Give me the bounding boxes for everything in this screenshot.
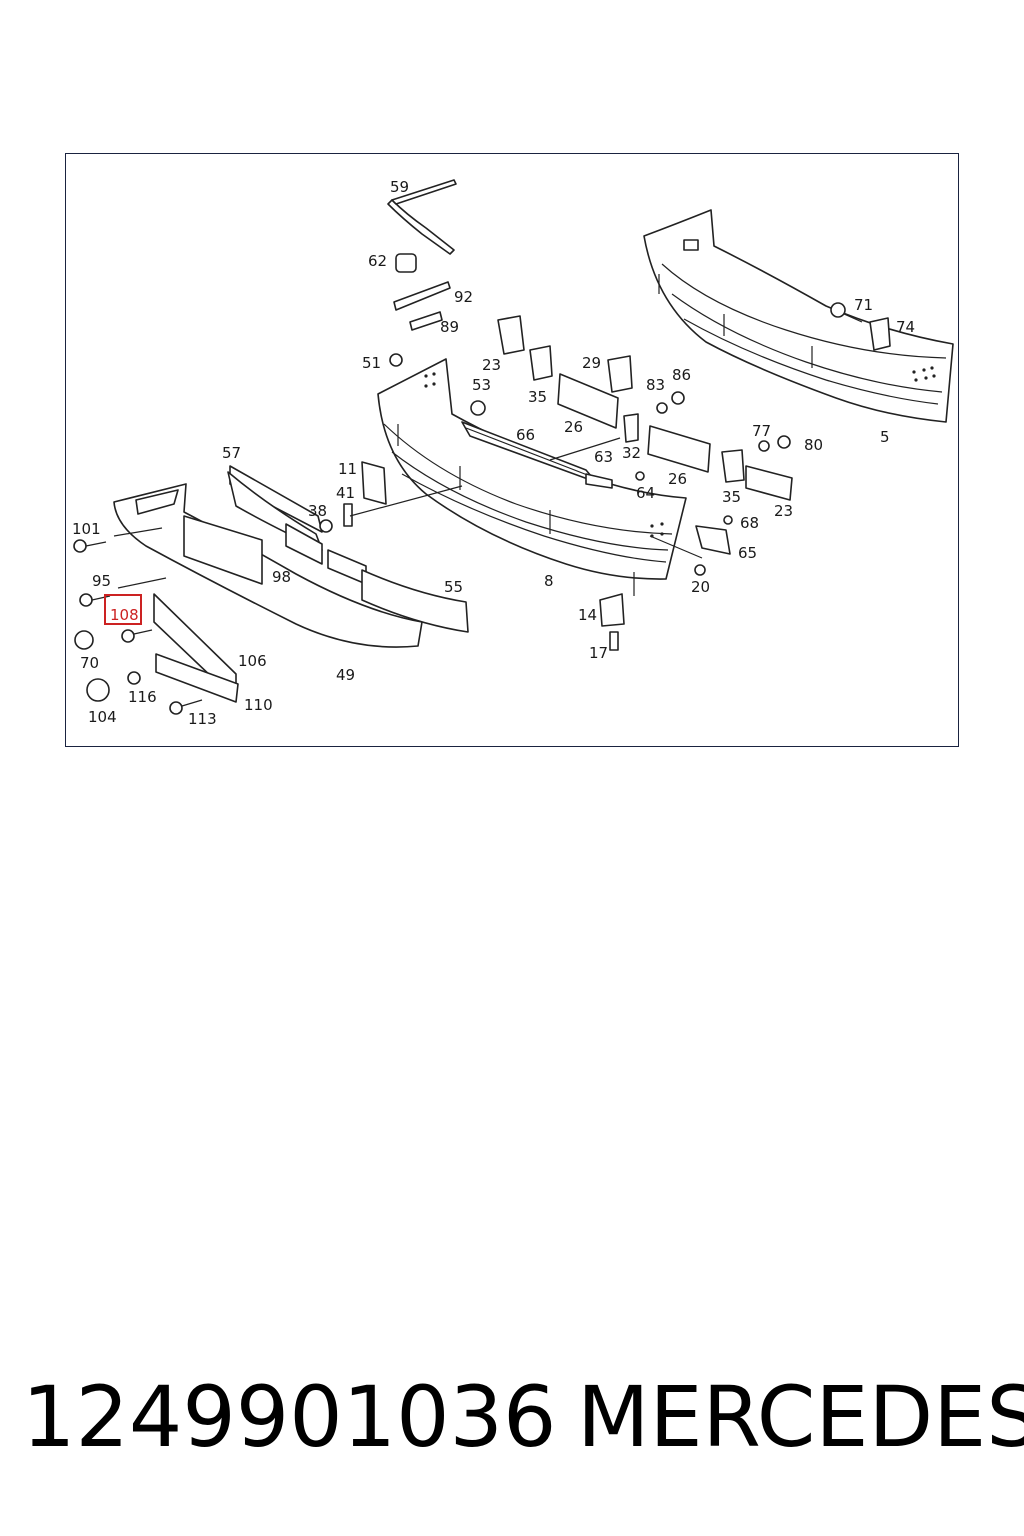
- part-label-49: 49: [336, 666, 355, 684]
- part-label-11: 11: [338, 460, 357, 478]
- part-label-95: 95: [92, 572, 111, 590]
- part-label-53: 53: [472, 376, 491, 394]
- part-label-38: 38: [308, 502, 327, 520]
- part-label-86: 86: [672, 366, 691, 384]
- part-label-113: 113: [188, 710, 217, 728]
- part-label-89: 89: [440, 318, 459, 336]
- part-label-5: 5: [880, 428, 890, 446]
- part-label-41: 41: [336, 484, 355, 502]
- part-label-20: 20: [691, 578, 710, 596]
- brand-name: MERCEDES: [577, 1368, 1024, 1466]
- parts-diagram-frame: 59 62 92 89 51 23 53 35 29 83 86 71 74 66 26 32 63 64 77 80…: [65, 153, 959, 747]
- part-label-68: 68: [740, 514, 759, 532]
- part-label-51: 51: [362, 354, 381, 372]
- part-caption: 1249901036 MERCEDES: [22, 1368, 1024, 1466]
- part-label-63: 63: [594, 448, 613, 466]
- left-bumper-parts: [113, 465, 469, 703]
- part-label-70: 70: [80, 654, 99, 672]
- part-label-66: 66: [516, 426, 535, 444]
- part-label-14: 14: [578, 606, 597, 624]
- fastener-parts: [73, 179, 891, 715]
- part-label-59: 59: [390, 178, 409, 196]
- part-label-23: 23: [774, 502, 793, 520]
- part-label-101: 101: [72, 520, 101, 538]
- highlight-box: [104, 594, 142, 625]
- rear-bumper-part: [643, 209, 954, 423]
- part-label-57: 57: [222, 444, 241, 462]
- part-label-98: 98: [272, 568, 291, 586]
- part-number: 1249901036: [22, 1368, 557, 1466]
- part-label-26: 26: [564, 418, 583, 436]
- part-label-62: 62: [368, 252, 387, 270]
- bumper-exploded-diagram: 59 62 92 89 51 23 53 35 29 83 86 71 74 66 26 32 63 64 77 80…: [72, 178, 954, 728]
- part-label-74: 74: [896, 318, 915, 336]
- part-label-71: 71: [854, 296, 873, 314]
- part-label-80: 80: [804, 436, 823, 454]
- part-label-35: 35: [722, 488, 741, 506]
- part-label-55: 55: [444, 578, 463, 596]
- part-label-110: 110: [244, 696, 273, 714]
- part-label-83: 83: [646, 376, 665, 394]
- part-label-35: 35: [528, 388, 547, 406]
- part-label-108: 108: [110, 606, 139, 624]
- part-label-26: 26: [668, 470, 687, 488]
- part-label-106: 106: [238, 652, 267, 670]
- part-label-32: 32: [622, 444, 641, 462]
- part-label-104: 104: [88, 708, 117, 726]
- part-labels: 59 62 92 89 51 23 53 35 29 83 86 71 74 66 26 32 63 64 77 80…: [72, 178, 915, 728]
- part-label-29: 29: [582, 354, 601, 372]
- part-label-23: 23: [482, 356, 501, 374]
- part-label-64: 64: [636, 484, 655, 502]
- part-label-65: 65: [738, 544, 757, 562]
- part-label-8: 8: [544, 572, 554, 590]
- front-bumper-part: [377, 358, 687, 580]
- part-label-92: 92: [454, 288, 473, 306]
- part-label-77: 77: [752, 422, 771, 440]
- part-label-17: 17: [589, 644, 608, 662]
- part-label-116: 116: [128, 688, 157, 706]
